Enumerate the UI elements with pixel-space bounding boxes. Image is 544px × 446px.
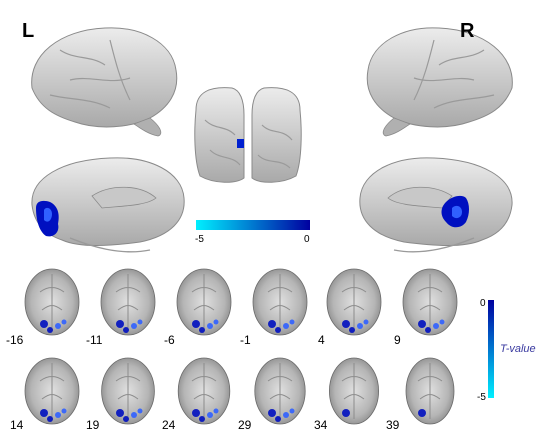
slice-activation: [349, 327, 355, 333]
slice-activation: [342, 409, 350, 417]
slice-label: 14: [10, 418, 24, 432]
slice-label: 39: [386, 418, 400, 432]
slice-label: 24: [162, 418, 176, 432]
slice-activation: [116, 320, 124, 328]
slice-activation: [289, 319, 295, 325]
slice-detail: [417, 274, 443, 330]
slice-activation: [55, 412, 61, 418]
slice-activation: [433, 323, 439, 329]
slice-detail: [341, 363, 367, 419]
slice-label: 4: [318, 333, 325, 347]
slice-detail: [267, 274, 293, 330]
posterior-brain: [194, 87, 302, 183]
slice-activation: [213, 319, 219, 325]
slice-activation: [192, 320, 200, 328]
surface-colorbar-min-label: -5: [195, 234, 204, 245]
surface-colorbar-max-label: 0: [304, 234, 310, 245]
slice-activation: [131, 323, 137, 329]
slice-detail: [341, 274, 367, 330]
slice-detail: [191, 274, 217, 330]
slice-activation: [275, 416, 281, 422]
slice-activation: [137, 408, 143, 414]
slice-activation: [283, 323, 289, 329]
slice-detail: [191, 363, 217, 419]
slice-label: 34: [314, 418, 328, 432]
slice-label: -1: [240, 333, 251, 347]
slice-activation: [40, 320, 48, 328]
slice-activation: [123, 416, 129, 422]
slice-label: -6: [164, 333, 175, 347]
right-lateral-brain: [366, 27, 513, 137]
slice-colorbar-top-label: 0: [480, 298, 486, 309]
slice-activation: [116, 409, 124, 417]
axial-slices: [24, 268, 458, 425]
slice-colorbar: [488, 300, 494, 398]
slice-activation: [207, 323, 213, 329]
slice-colorbar-bottom-label: -5: [477, 392, 486, 403]
slice-activation: [439, 319, 445, 325]
slice-activation: [268, 320, 276, 328]
slice-activation: [55, 323, 61, 329]
slice-activation: [283, 412, 289, 418]
surface-colorbar: [196, 220, 310, 230]
slice-detail: [39, 274, 65, 330]
slice-label: 29: [238, 418, 252, 432]
slice-label: -11: [86, 333, 103, 347]
slice-activation: [40, 409, 48, 417]
slice-label: -16: [6, 333, 24, 347]
slice-activation: [61, 319, 67, 325]
slice-activation: [123, 327, 129, 333]
slice-activation: [192, 409, 200, 417]
slice-activation: [137, 319, 143, 325]
slice-activation: [289, 408, 295, 414]
slice-detail: [267, 363, 293, 419]
slice-detail: [115, 363, 141, 419]
posterior-activation: [237, 139, 244, 148]
slice-activation: [213, 408, 219, 414]
slice-colorbar-title: T-value: [500, 343, 536, 355]
slice-activation: [268, 409, 276, 417]
slice-activation: [47, 327, 53, 333]
slice-activation: [207, 412, 213, 418]
slice-activation: [425, 327, 431, 333]
slice-detail: [39, 363, 65, 419]
left-medial-brain: [31, 157, 185, 253]
slice-activation: [61, 408, 67, 414]
slice-detail: [115, 274, 141, 330]
slice-activation: [418, 409, 426, 417]
slice-activation: [199, 416, 205, 422]
slice-activation: [363, 319, 369, 325]
right-medial-brain: [359, 157, 513, 253]
slice-activation: [131, 412, 137, 418]
slice-activation: [199, 327, 205, 333]
slice-label: 9: [394, 333, 401, 347]
slice-activation: [342, 320, 350, 328]
slice-activation: [418, 320, 426, 328]
slice-activation: [275, 327, 281, 333]
left-lateral-brain: [31, 27, 178, 137]
left-hemisphere-label: L: [22, 20, 35, 42]
slice-detail: [417, 363, 443, 419]
slice-label: 19: [86, 418, 100, 432]
slice-activation: [47, 416, 53, 422]
right-hemisphere-label: R: [460, 20, 475, 42]
slice-activation: [357, 323, 363, 329]
